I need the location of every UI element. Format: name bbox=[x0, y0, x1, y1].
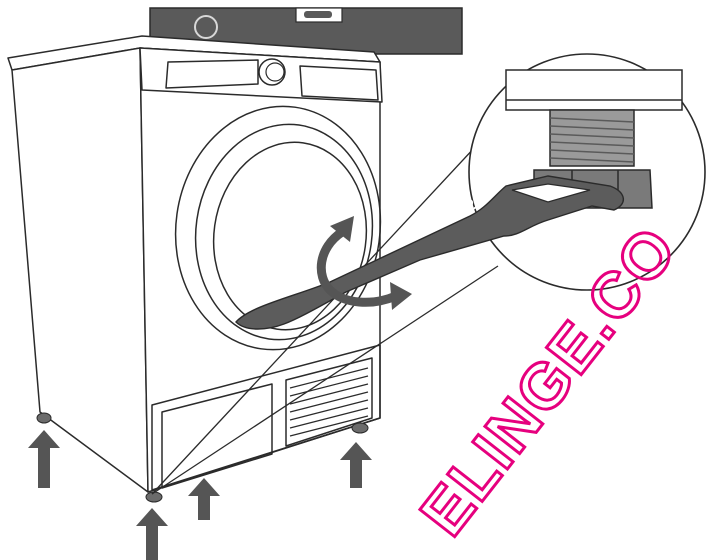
up-arrow-icon bbox=[340, 442, 372, 488]
rotate-arrowhead-bottom bbox=[390, 282, 412, 310]
foot-rear-left bbox=[37, 413, 51, 423]
up-arrow-icon bbox=[28, 430, 60, 488]
foot-front-right bbox=[352, 423, 368, 433]
programme-dial bbox=[259, 59, 285, 85]
up-arrow-icon bbox=[188, 478, 220, 520]
up-arrow-icon bbox=[136, 508, 168, 560]
level-bubble-vial bbox=[304, 11, 332, 18]
dryer-side bbox=[12, 48, 148, 492]
display-window bbox=[166, 60, 258, 88]
foot-front-left bbox=[146, 492, 162, 502]
